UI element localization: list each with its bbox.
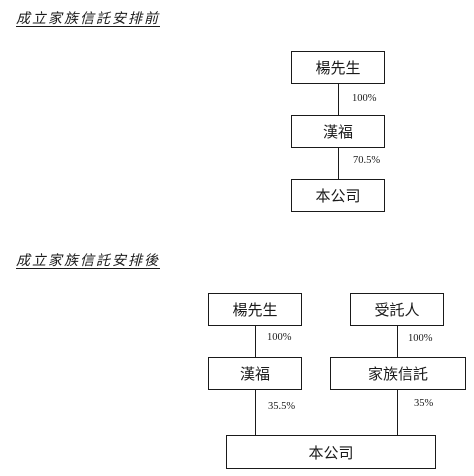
pct-before-yeung-hon-fook: 100% [352,93,377,104]
box-after-hon-fook: 漢福 [208,357,302,390]
box-after-family-trust: 家族信託 [330,357,466,390]
box-after-company: 本公司 [226,435,436,469]
pct-after-family-trust-company: 35% [414,398,434,409]
box-before-hon-fook: 漢福 [291,115,385,148]
pct-after-yeung-hon-fook: 100% [267,332,292,343]
box-before-company: 本公司 [291,179,385,212]
pct-before-hon-fook-company: 70.5% [353,155,381,166]
line-before-hon-fook-company [337,148,339,179]
line-after-trustee-family-trust [396,326,398,357]
line-before-yeung-hon-fook [337,84,339,115]
line-after-yeung-hon-fook [254,326,256,357]
pct-after-trustee-family-trust: 100% [408,333,433,344]
box-after-yeung: 楊先生 [208,293,302,326]
heading-after: 成立家族信託安排後 [16,253,160,269]
pct-after-hon-fook-company: 35.5% [268,401,296,412]
box-after-trustee: 受託人 [350,293,444,326]
line-after-hon-fook-company [254,390,256,435]
box-before-yeung: 楊先生 [291,51,385,84]
heading-before: 成立家族信託安排前 [16,11,160,27]
line-after-family-trust-company [396,390,398,435]
